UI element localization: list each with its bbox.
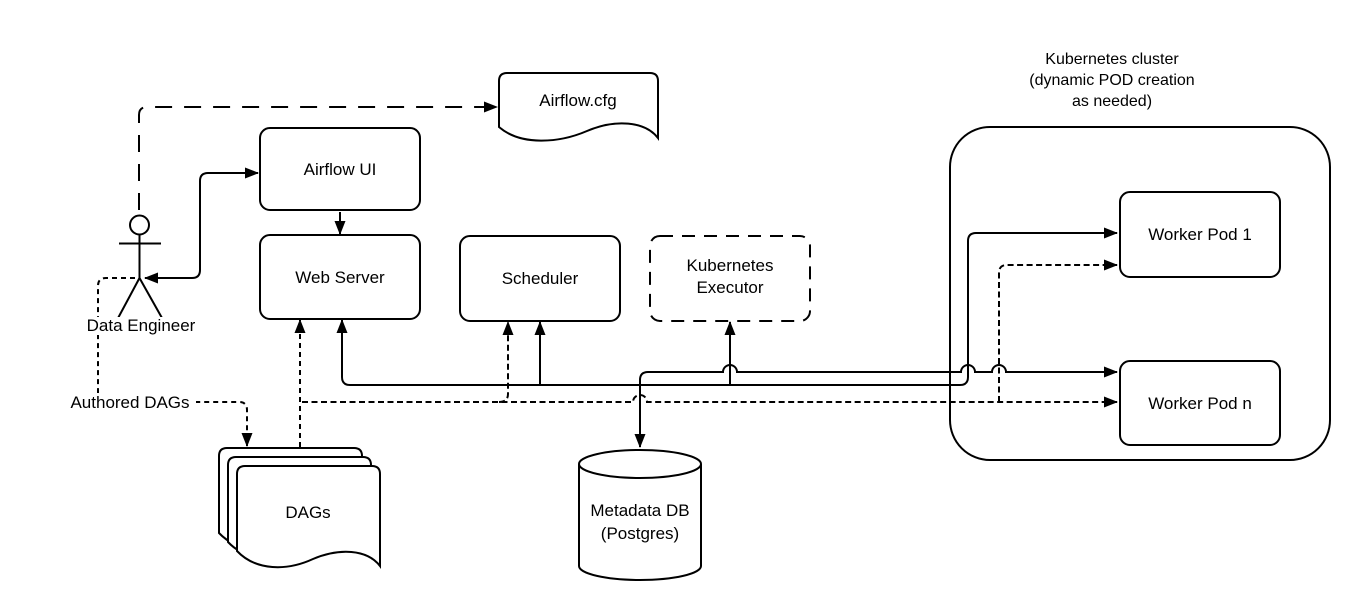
edge-data-engineer-to-airflow-cfg	[138, 101, 498, 210]
metadata-db-rim	[578, 463, 702, 479]
edge-dashed-branch-to-worker-pod-1	[998, 259, 1118, 402]
edge-dashed-bus-to-worker-pod-n	[302, 394, 1118, 408]
data-engineer-label-background	[79, 317, 203, 335]
worker-pod-n-node	[1119, 360, 1281, 446]
edge-data-engineer-airflow-ui	[144, 167, 259, 284]
airflow-ui-node	[259, 127, 421, 211]
worker-pod-1-node	[1119, 191, 1281, 278]
stick-figure-left-leg	[116, 277, 141, 321]
dags-document-front	[236, 465, 381, 569]
worker-pod-1-label: Worker Pod 1	[1148, 225, 1252, 244]
kubernetes-cluster-label-line1: Kubernetes cluster	[1045, 51, 1179, 68]
edge-data-engineer-to-dags	[97, 277, 253, 447]
authored-dags-label-background	[66, 393, 196, 411]
stick-figure-right-leg	[138, 277, 163, 319]
dags-label: DAGs	[285, 503, 330, 522]
scheduler-label: Scheduler	[502, 269, 579, 288]
edge-dashed-branch-to-scheduler	[498, 321, 514, 403]
airflow-cfg-label: Airflow.cfg	[539, 91, 616, 110]
airflow-cfg-document	[498, 72, 659, 142]
kubernetes-cluster-label-line3: as needed)	[1072, 93, 1152, 110]
metadata-db-body	[578, 449, 702, 581]
metadata-db-cylinder	[578, 449, 702, 581]
stick-figure-head	[129, 214, 150, 236]
airflow-ui-label: Airflow UI	[304, 160, 377, 179]
data-engineer-label: Data Engineer	[87, 316, 196, 335]
metadata-db-label-line2: (Postgres)	[601, 524, 679, 543]
diagram-labels: Airflow.cfg Airflow UI Web Server Schedu…	[66, 51, 1252, 543]
worker-pod-n-label: Worker Pod n	[1148, 394, 1252, 413]
kubernetes-cluster-label-line2: (dynamic POD creation	[1029, 72, 1194, 89]
data-engineer-figure	[116, 214, 163, 321]
kubernetes-executor-label-line2: Executor	[696, 278, 763, 297]
dags-document-stack	[218, 447, 381, 569]
authored-dags-edge-label: Authored DAGs	[70, 393, 189, 412]
kubernetes-executor-label-line1: Kubernetes	[687, 256, 774, 275]
edge-bus-metadata-db-worker-pod-n	[634, 364, 1118, 448]
web-server-label: Web Server	[295, 268, 385, 287]
metadata-db-label-line1: Metadata DB	[590, 501, 689, 520]
